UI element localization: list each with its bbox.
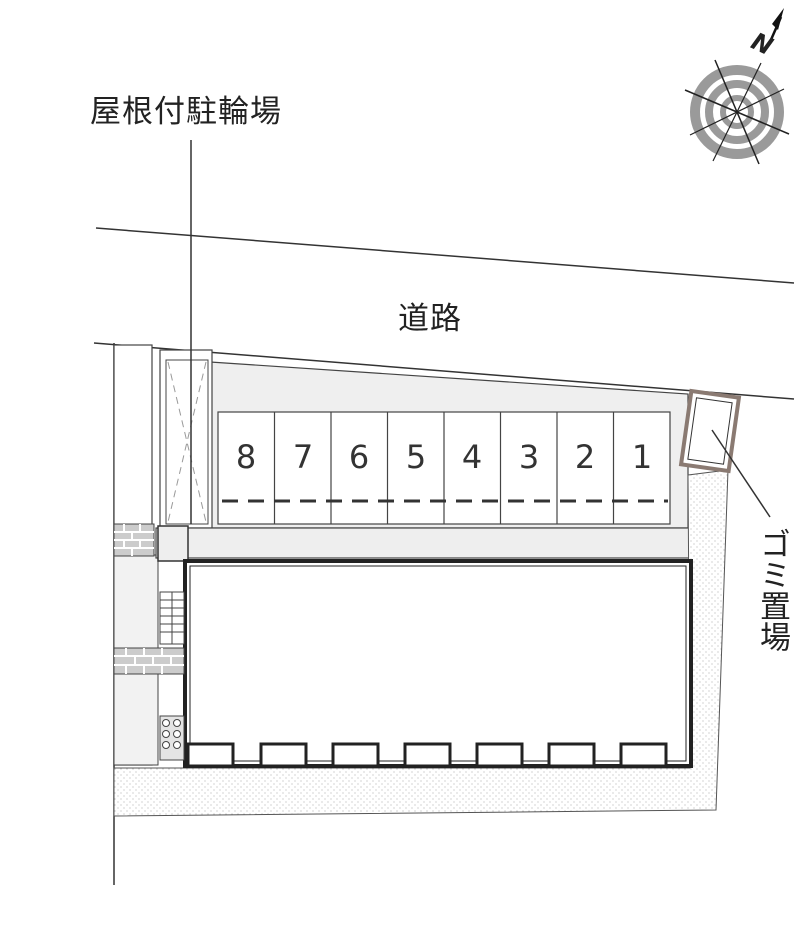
compass-rose	[684, 8, 790, 165]
garbage-area-label: ゴミ置場	[754, 528, 790, 652]
parking-stalls	[217, 411, 671, 525]
parking-stall-number: 1	[631, 438, 653, 476]
garbage-area-box	[678, 388, 742, 474]
compass-north-arrow	[772, 8, 784, 30]
parking-stall-number: 6	[348, 438, 370, 476]
utility-meters	[159, 715, 185, 761]
driveway-strip	[155, 527, 693, 559]
parking-stall-number: 4	[461, 438, 483, 476]
stairs	[159, 591, 185, 645]
parking-stall-number: 5	[405, 438, 427, 476]
garbage-leader-line	[711, 429, 771, 518]
covered-bicycle-parking-label: 屋根付駐輪場	[90, 94, 282, 130]
parking-stall-number: 2	[574, 438, 596, 476]
building-outline	[183, 559, 693, 768]
parking-stall-number: 7	[292, 438, 314, 476]
balcony-bays	[186, 742, 668, 768]
entrance-notch	[157, 525, 189, 562]
bicycle-parking-structure	[159, 349, 213, 529]
parking-stall-number: 8	[235, 438, 257, 476]
road-label: 道路	[398, 301, 462, 337]
brick-wall-upper	[113, 523, 155, 557]
parking-stall-number: 3	[518, 438, 540, 476]
brick-wall-lower	[113, 647, 185, 675]
road-edge-upper	[95, 227, 795, 284]
